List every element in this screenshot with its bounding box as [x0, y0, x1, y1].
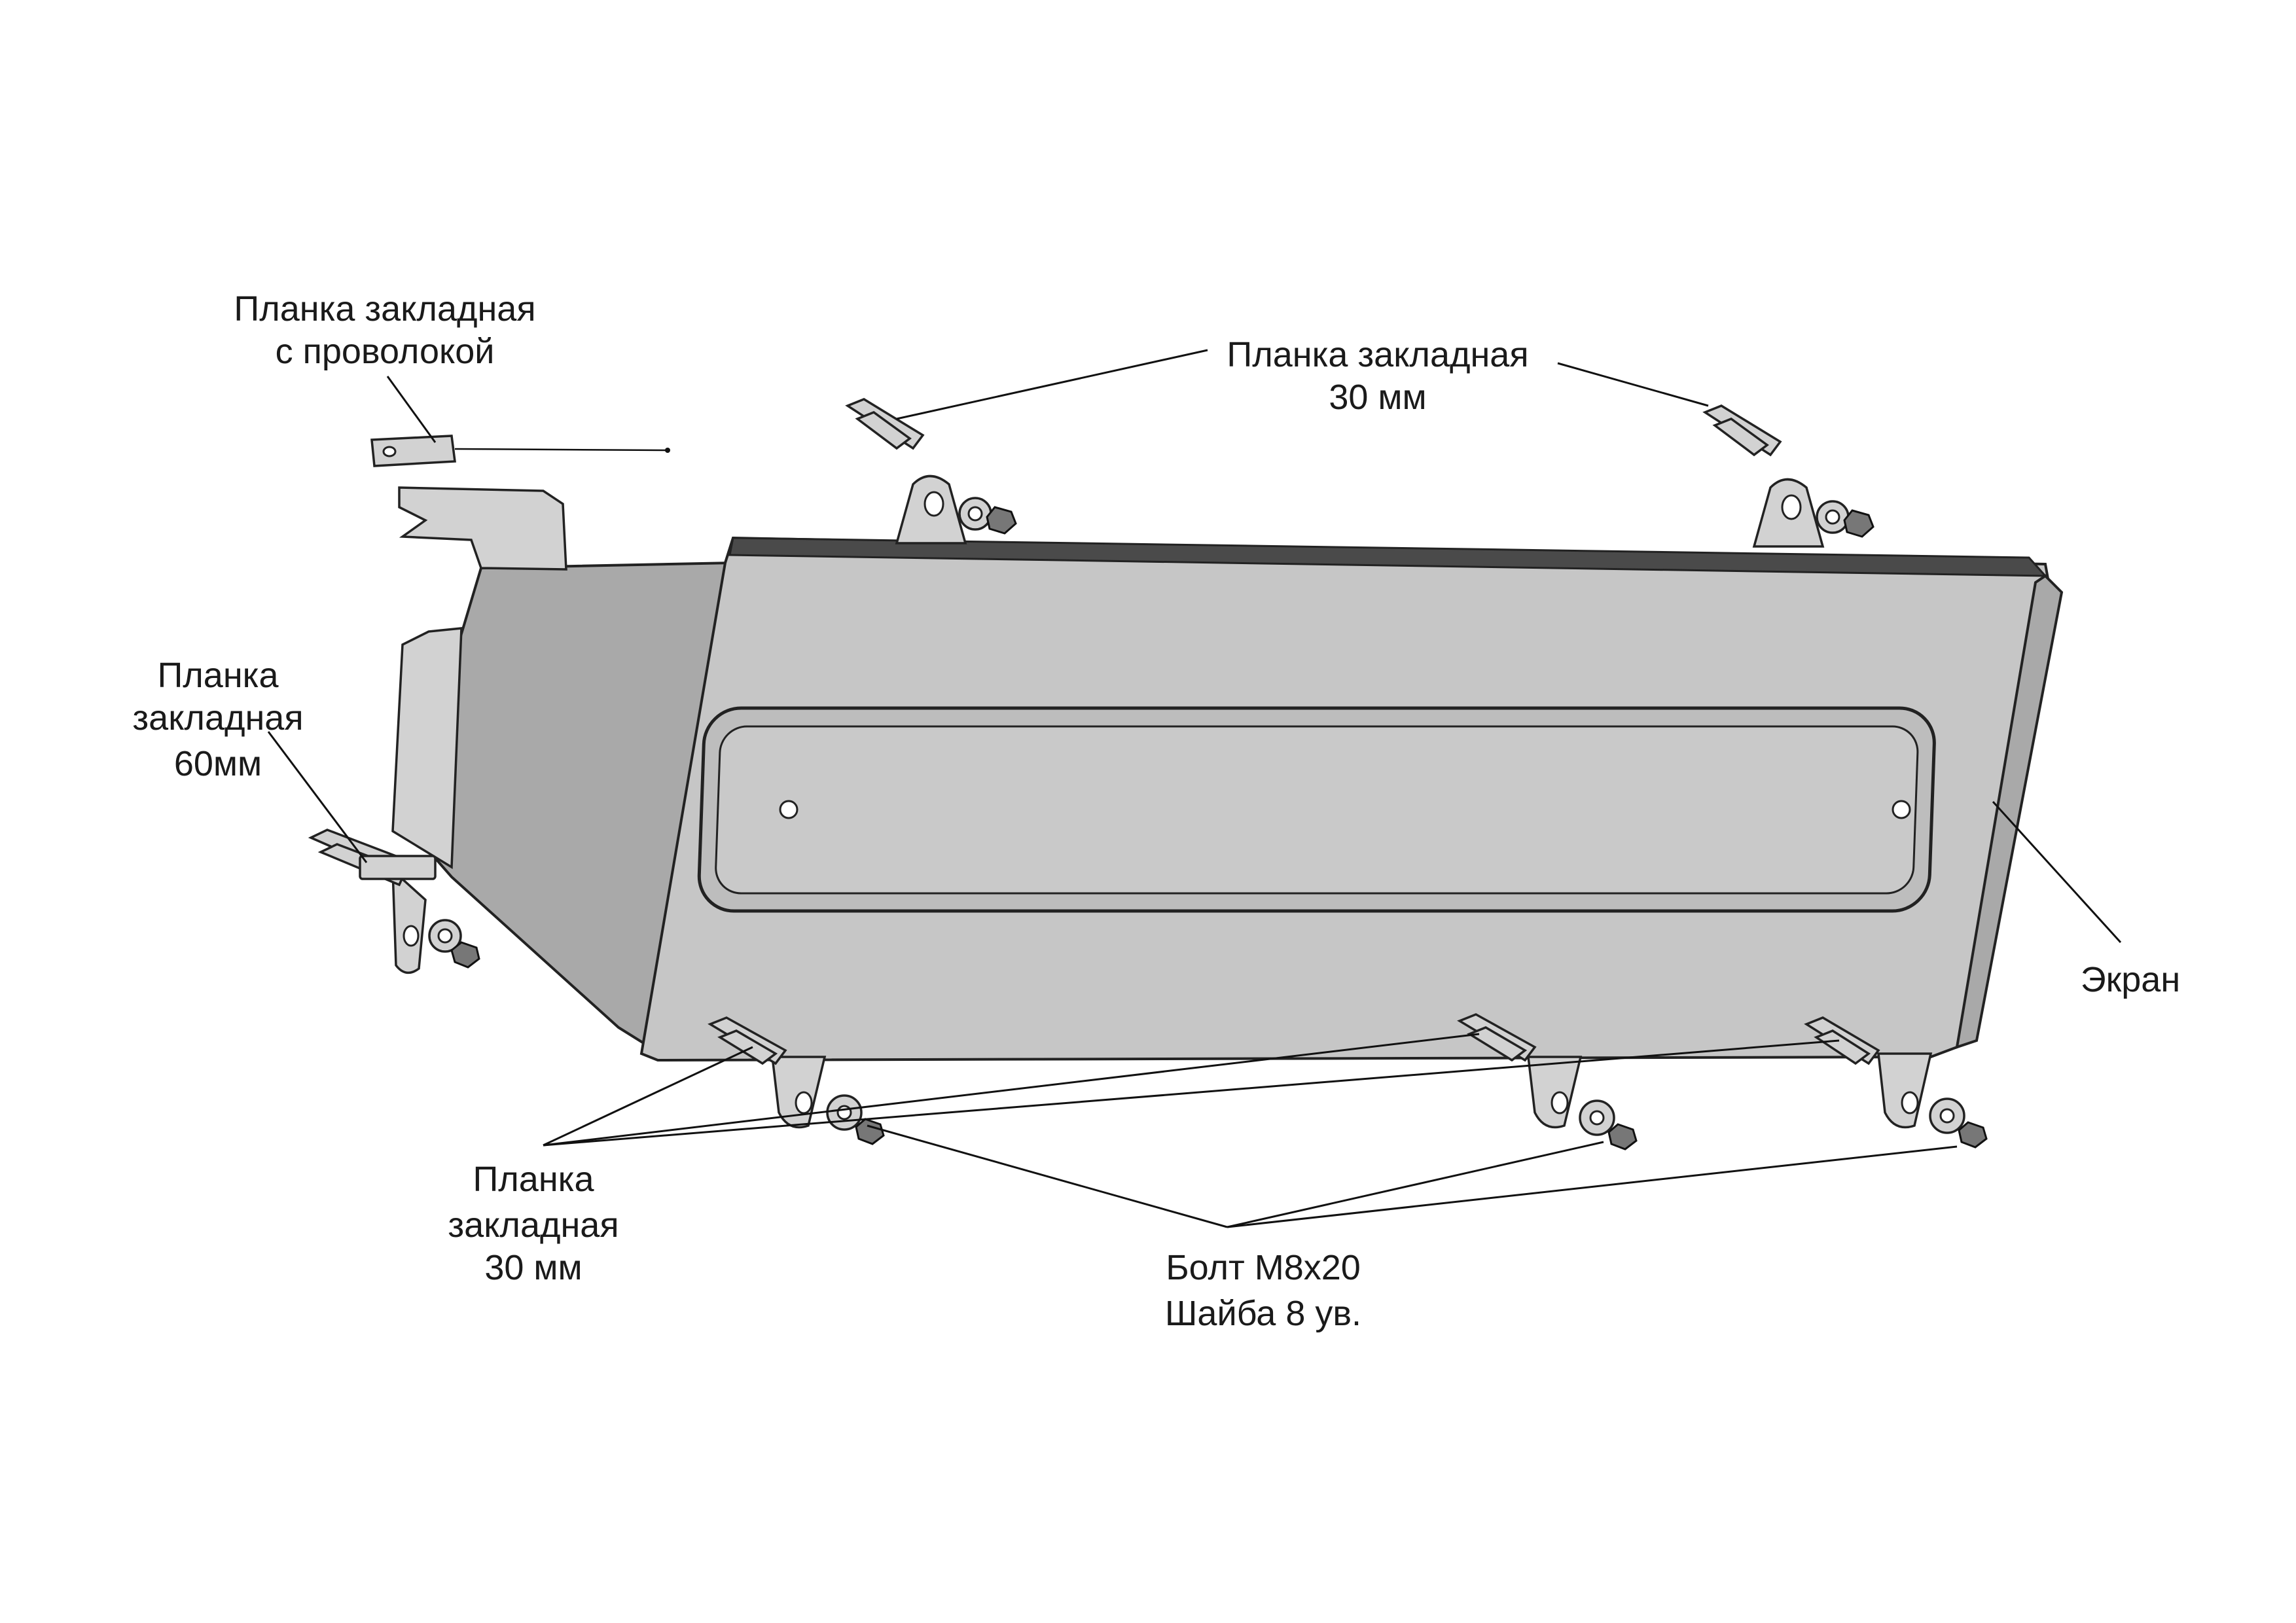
label-wire-plate: Планка закладная с проволокой	[234, 289, 535, 371]
label-bolt-line1: Болт М8х20	[1166, 1248, 1361, 1287]
screen-left-flange	[391, 627, 463, 870]
top-lug-left	[895, 474, 1017, 544]
window-hole-left	[779, 800, 798, 819]
label-bolt: Болт М8х20 Шайба 8 ув.	[1165, 1248, 1361, 1333]
label-top-plate-line2: 30 мм	[1329, 378, 1426, 417]
screen-part	[391, 486, 2064, 1062]
label-left-plate-line3: 60мм	[174, 744, 262, 783]
top-lug-right	[1752, 478, 1874, 548]
screen-window-inner	[715, 725, 1919, 895]
label-left-plate: Планка закладная 60мм	[132, 656, 303, 783]
label-bolt-line2: Шайба 8 ув.	[1165, 1294, 1361, 1333]
label-screen: Экран	[2081, 960, 2180, 999]
label-top-plate-line1: Планка закладная	[1227, 335, 1528, 374]
label-wire-plate-line2: с проволокой	[276, 332, 495, 371]
label-bottom-plate-line3: 30 мм	[484, 1248, 582, 1287]
label-bottom-plate: Планка закладная 30 мм	[448, 1160, 619, 1287]
bottom-insert-plate-3	[1804, 1016, 1880, 1065]
label-bottom-plate-line1: Планка	[473, 1160, 594, 1199]
top-insert-plate-left	[845, 398, 925, 450]
wire-insert-plate	[370, 435, 670, 467]
bottom-lug-2	[1527, 1056, 1638, 1150]
bottom-lug-1	[771, 1056, 885, 1145]
top-insert-plate-right	[1702, 404, 1782, 457]
bottom-insert-plate-2	[1457, 1013, 1537, 1062]
top-left-bracket	[398, 486, 567, 571]
label-left-plate-line1: Планка	[157, 656, 279, 695]
bottom-lug-3	[1877, 1052, 1988, 1149]
screen-right-flange	[1955, 574, 2064, 1049]
window-hole-right	[1892, 800, 1911, 819]
label-left-plate-line2: закладная	[132, 698, 303, 738]
left-wing-lug	[391, 867, 480, 974]
left-insert-plate-60	[308, 829, 437, 887]
bottom-insert-plate-1	[708, 1016, 787, 1065]
label-bottom-plate-line2: закладная	[448, 1205, 619, 1245]
leader-lines	[267, 349, 2122, 1228]
label-top-plate: Планка закладная 30 мм	[1227, 335, 1528, 417]
label-screen-line1: Экран	[2081, 960, 2180, 999]
label-wire-plate-line1: Планка закладная	[234, 289, 535, 329]
